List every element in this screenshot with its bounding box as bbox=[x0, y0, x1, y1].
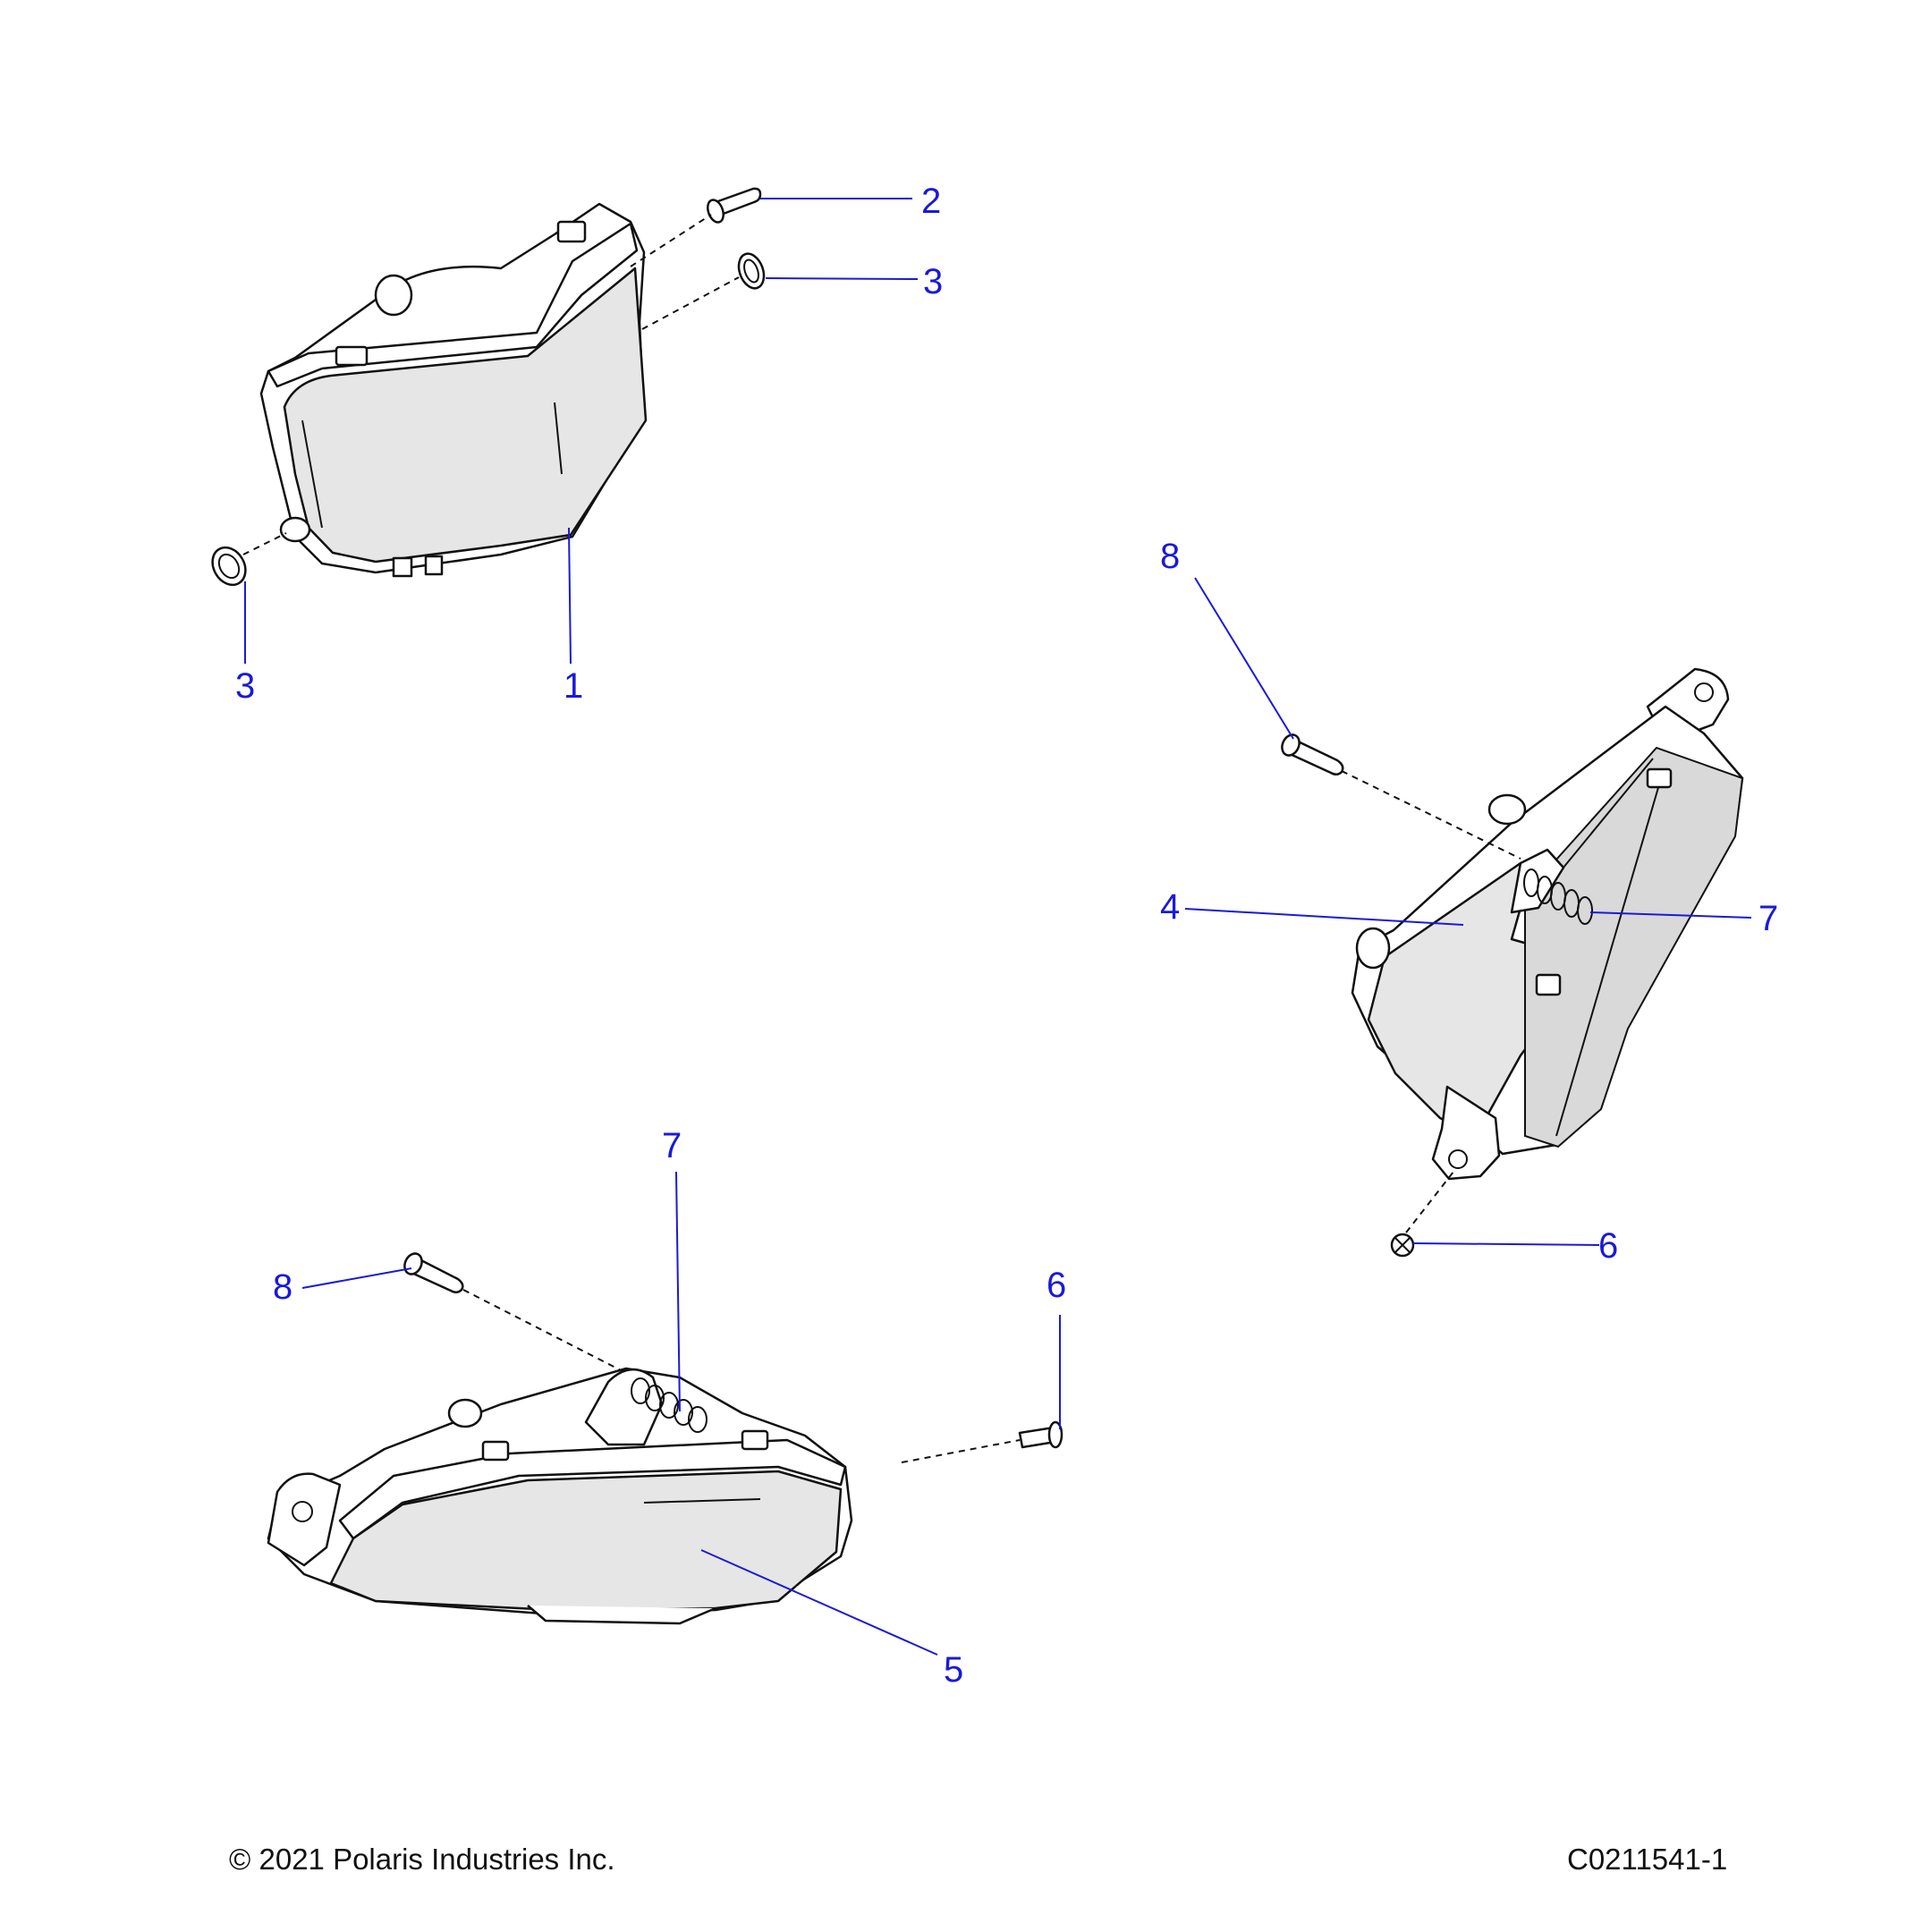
part-3-washer-upper bbox=[737, 252, 766, 290]
part-6-screw-lower bbox=[1018, 1420, 1063, 1449]
assembly-line-6-lower bbox=[901, 1439, 1021, 1463]
callout-6-right: 6 bbox=[1598, 1226, 1618, 1266]
assembly-line-3-upper bbox=[641, 276, 740, 330]
part-4-housing bbox=[1351, 667, 1744, 1181]
leader-8-right bbox=[1194, 577, 1294, 740]
callout-8-right: 8 bbox=[1160, 537, 1180, 576]
leader-5 bbox=[700, 1549, 938, 1656]
leader-7-lower bbox=[675, 1171, 681, 1412]
part-7-spring-lower bbox=[631, 1377, 708, 1433]
callout-5: 5 bbox=[944, 1650, 963, 1690]
part-6-screw-right bbox=[1390, 1233, 1415, 1258]
leader-1 bbox=[568, 527, 572, 665]
callout-3-upper: 3 bbox=[923, 262, 943, 301]
callout-2: 2 bbox=[921, 182, 941, 221]
part-8-bolt-lower bbox=[403, 1252, 464, 1293]
part-2-bolt bbox=[707, 187, 762, 224]
part-7-spring-right bbox=[1523, 869, 1593, 925]
callout-3-lower: 3 bbox=[235, 666, 255, 706]
assembly-line-8-lower bbox=[462, 1289, 627, 1374]
assembly-line-6-right bbox=[1405, 1171, 1454, 1233]
drawing-number: C0211541-1 bbox=[1567, 1843, 1728, 1876]
part-3-washer-lower bbox=[211, 546, 247, 587]
part-5-housing bbox=[267, 1367, 853, 1625]
leader-4 bbox=[1184, 908, 1464, 926]
callout-7-lower: 7 bbox=[662, 1126, 682, 1165]
copyright-notice: © 2021 Polaris Industries Inc. bbox=[229, 1843, 615, 1876]
callout-4: 4 bbox=[1160, 887, 1180, 927]
callout-8-lower: 8 bbox=[273, 1267, 292, 1307]
callout-6-lower: 6 bbox=[1046, 1266, 1066, 1305]
assembly-line-8-right bbox=[1341, 770, 1521, 860]
part-1-housing bbox=[259, 202, 648, 578]
callout-1: 1 bbox=[564, 666, 583, 706]
leader-7-right bbox=[1589, 911, 1752, 919]
leader-6-right bbox=[1412, 1242, 1600, 1246]
callout-7-right: 7 bbox=[1758, 899, 1778, 938]
leader-3-upper bbox=[765, 277, 919, 280]
assembly-line-2 bbox=[630, 214, 712, 267]
leader-8-lower bbox=[301, 1267, 412, 1289]
part-8-bolt-right bbox=[1281, 733, 1344, 775]
assembly-line-3-lower bbox=[242, 532, 287, 555]
